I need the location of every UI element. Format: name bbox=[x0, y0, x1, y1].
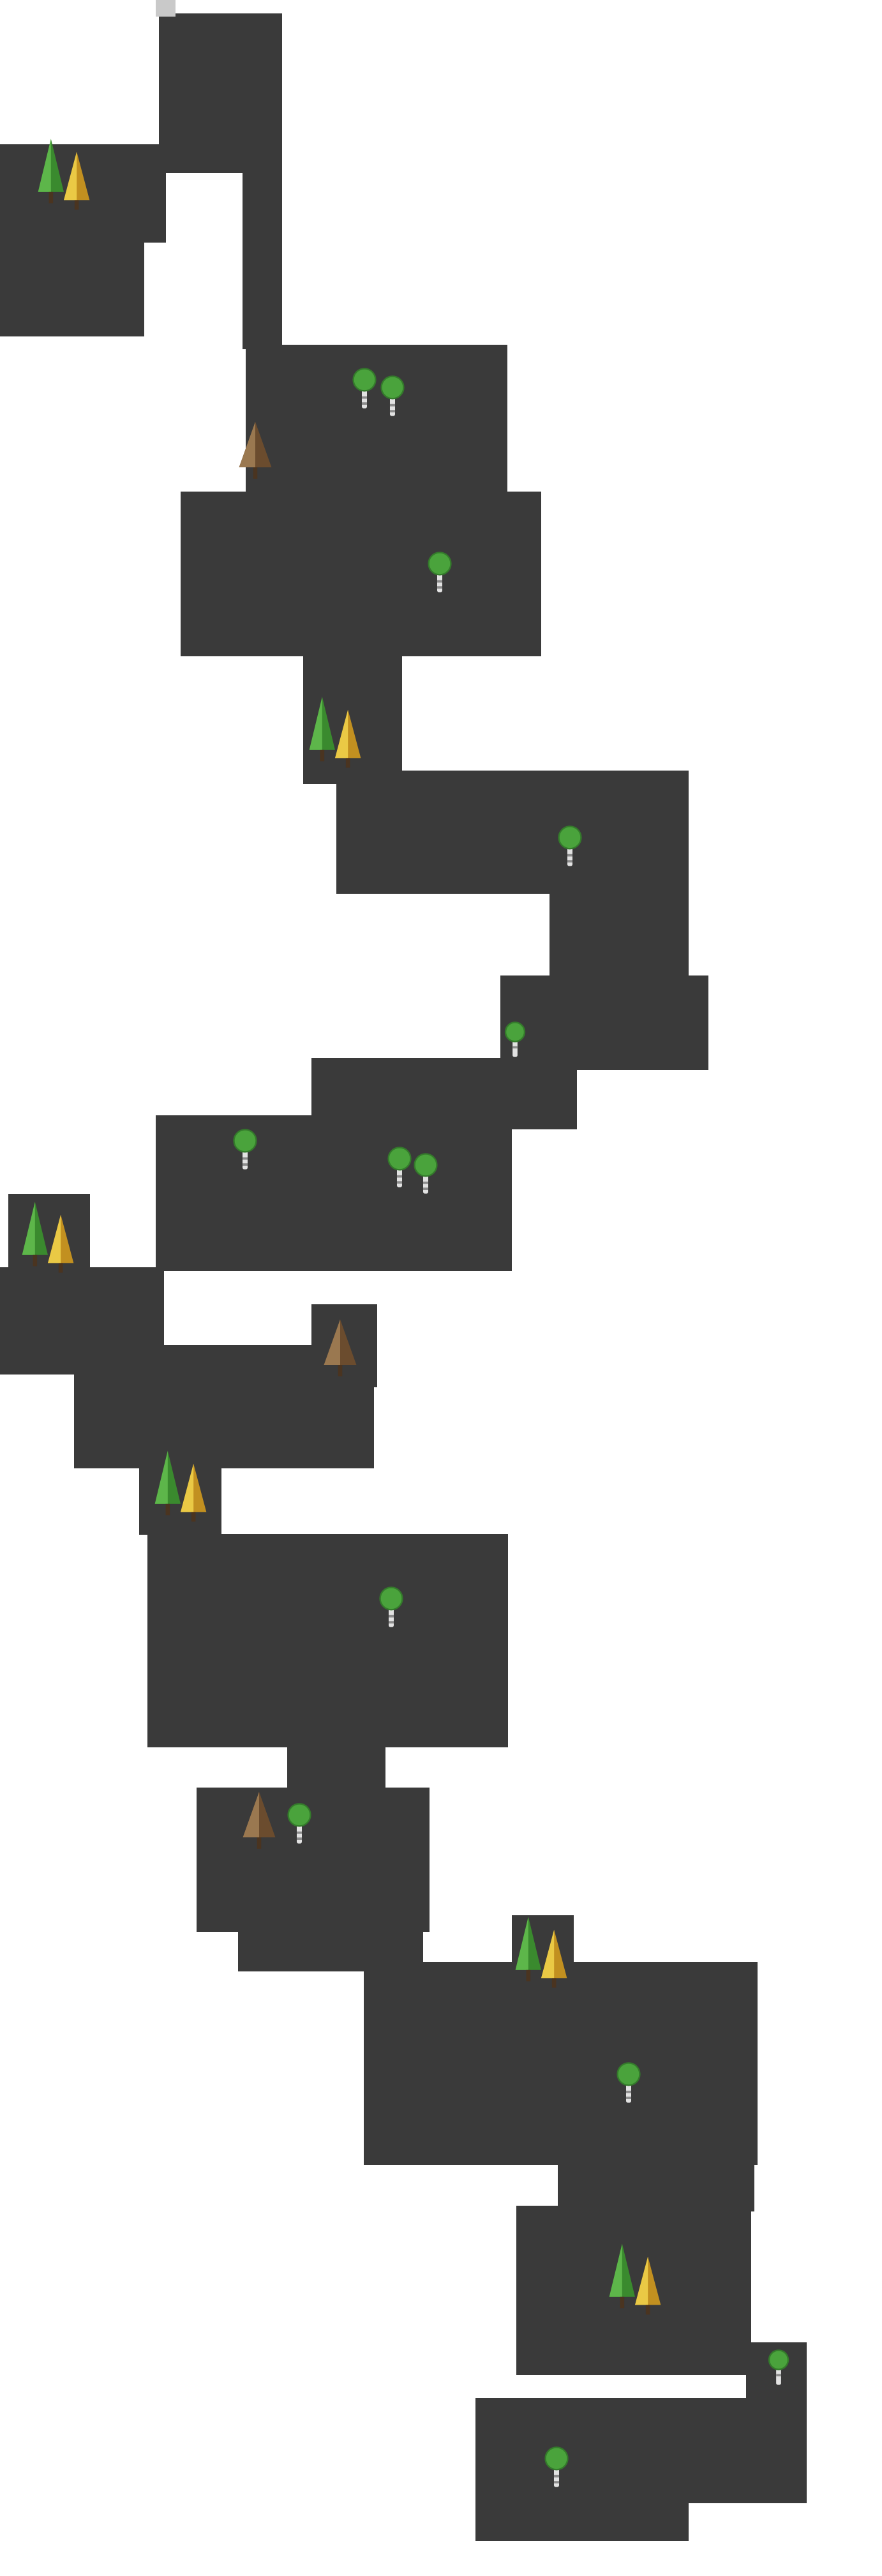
small-tree-icon bbox=[768, 2349, 789, 2386]
floor-tile-0 bbox=[159, 13, 282, 173]
round-tree-icon bbox=[380, 375, 405, 417]
round-tree-icon bbox=[387, 1147, 412, 1188]
floor-tile-2 bbox=[0, 238, 144, 336]
floor-tile-27 bbox=[475, 2480, 689, 2541]
round-tree-icon bbox=[233, 1129, 257, 1170]
floor-tile-4 bbox=[246, 345, 507, 493]
round-tree-icon bbox=[352, 368, 377, 409]
floor-tile-9 bbox=[500, 975, 708, 1070]
floor-tile-21 bbox=[364, 1962, 758, 2165]
round-tree-icon bbox=[379, 1586, 403, 1628]
floor-tile-3 bbox=[243, 164, 282, 349]
floor-tile-11 bbox=[156, 1115, 512, 1271]
floor-tile-24 bbox=[516, 2206, 751, 2375]
pine-pair-icon bbox=[309, 697, 361, 768]
floor-tile-5 bbox=[181, 492, 541, 656]
floor-tile-18 bbox=[287, 1742, 385, 1795]
round-tree-icon bbox=[287, 1803, 311, 1844]
brown-pine-icon bbox=[324, 1319, 357, 1376]
pine-pair-icon bbox=[515, 1917, 567, 1988]
round-tree-icon bbox=[558, 825, 582, 867]
small-tree-icon bbox=[504, 1021, 526, 1058]
floor-tile-8 bbox=[549, 894, 689, 981]
pine-pair-icon bbox=[38, 139, 90, 210]
pine-pair-icon bbox=[22, 1201, 74, 1273]
pine-pair-icon bbox=[609, 2243, 661, 2315]
brown-pine-icon bbox=[243, 1791, 276, 1849]
round-tree-icon bbox=[617, 2062, 641, 2104]
round-tree-icon bbox=[544, 2446, 569, 2488]
round-tree-icon bbox=[428, 552, 452, 593]
floor-tile-23 bbox=[558, 2162, 754, 2211]
floor-tile-17 bbox=[147, 1534, 508, 1747]
brown-pine-icon bbox=[239, 421, 272, 479]
floor-tile-16 bbox=[139, 1440, 221, 1535]
floor-tile-19 bbox=[197, 1788, 430, 1932]
floor-tile-7 bbox=[336, 771, 689, 894]
pine-pair-icon bbox=[154, 1450, 207, 1522]
spawn-marker bbox=[156, 0, 176, 17]
round-tree-icon bbox=[414, 1153, 438, 1194]
